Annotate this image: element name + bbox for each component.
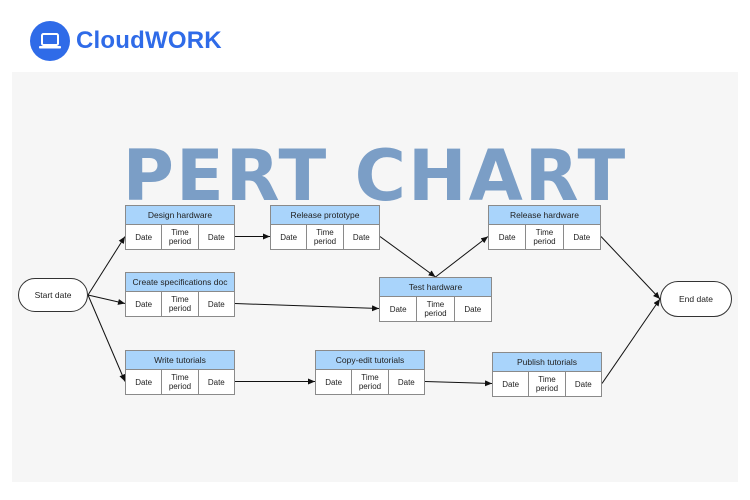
time-period-cell: Time period <box>162 292 199 316</box>
start-date-cell: Date <box>380 297 418 321</box>
start-date-cell: Date <box>271 225 308 249</box>
task-copy-edit-tutorials: Copy-edit tutorials Date Time period Dat… <box>315 350 425 395</box>
start-date-cell: Date <box>493 372 530 396</box>
task-write-tutorials: Write tutorials Date Time period Date <box>125 350 235 395</box>
edge-release-prototype-to-test-hardware <box>379 236 436 278</box>
start-node: Start date <box>18 278 88 312</box>
chart-title: PERT CHART <box>122 135 628 217</box>
start-date-cell: Date <box>316 370 353 394</box>
end-node: End date <box>660 281 732 317</box>
task-title: Release hardware <box>489 206 600 225</box>
end-date-cell: Date <box>352 232 370 242</box>
task-title: Publish tutorials <box>493 353 601 372</box>
start-date-cell: Date <box>126 370 163 394</box>
edge-create-specifications-doc-to-test-hardware <box>234 303 380 312</box>
edge-start-to-create-specifications-doc <box>87 294 126 305</box>
edge-start-to-write-tutorials <box>87 294 126 382</box>
end-label: End date <box>678 294 714 304</box>
task-test-hardware: Test hardware Date Time period Date <box>379 277 492 322</box>
task-design-hardware: Design hardware Date Time period Date <box>125 205 235 250</box>
time-period-cell: Time period <box>162 370 199 394</box>
brand-logo: CloudWORK <box>30 21 222 61</box>
end-date-cell: Date <box>207 232 225 242</box>
edge-copy-edit-tutorials-to-publish-tutorials <box>424 380 493 387</box>
edge-test-hardware-to-release-hardware <box>435 236 489 278</box>
edge-start-to-design-hardware <box>87 236 126 296</box>
time-period-cell: Time period <box>526 225 564 249</box>
laptop-icon <box>30 21 70 61</box>
brand-name: CloudWORK <box>76 27 222 54</box>
start-label: Start date <box>34 290 72 300</box>
task-title: Test hardware <box>380 278 491 297</box>
time-period-cell: Time period <box>307 225 344 249</box>
end-date-cell: Date <box>573 232 591 242</box>
task-title: Write tutorials <box>126 351 234 370</box>
edge-release-hardware-to-end <box>600 236 661 300</box>
edge-publish-tutorials-to-end <box>601 298 661 384</box>
start-date-cell: Date <box>126 225 163 249</box>
end-date-cell: Date <box>397 377 415 387</box>
start-date-cell: Date <box>489 225 527 249</box>
time-period-cell: Time period <box>352 370 389 394</box>
time-period-cell: Time period <box>529 372 566 396</box>
task-create-specifications-doc: Create specifications doc Date Time peri… <box>125 272 235 317</box>
task-title: Release prototype <box>271 206 379 225</box>
task-title: Create specifications doc <box>126 273 234 292</box>
end-date-cell: Date <box>464 304 482 314</box>
task-release-hardware: Release hardware Date Time period Date <box>488 205 601 250</box>
task-title: Copy-edit tutorials <box>316 351 424 370</box>
time-period-cell: Time period <box>417 297 455 321</box>
start-date-cell: Date <box>126 292 163 316</box>
end-date-cell: Date <box>207 377 225 387</box>
task-publish-tutorials: Publish tutorials Date Time period Date <box>492 352 602 397</box>
end-date-cell: Date <box>207 299 225 309</box>
task-release-prototype: Release prototype Date Time period Date <box>270 205 380 250</box>
end-date-cell: Date <box>574 379 592 389</box>
task-title: Design hardware <box>126 206 234 225</box>
time-period-cell: Time period <box>162 225 199 249</box>
